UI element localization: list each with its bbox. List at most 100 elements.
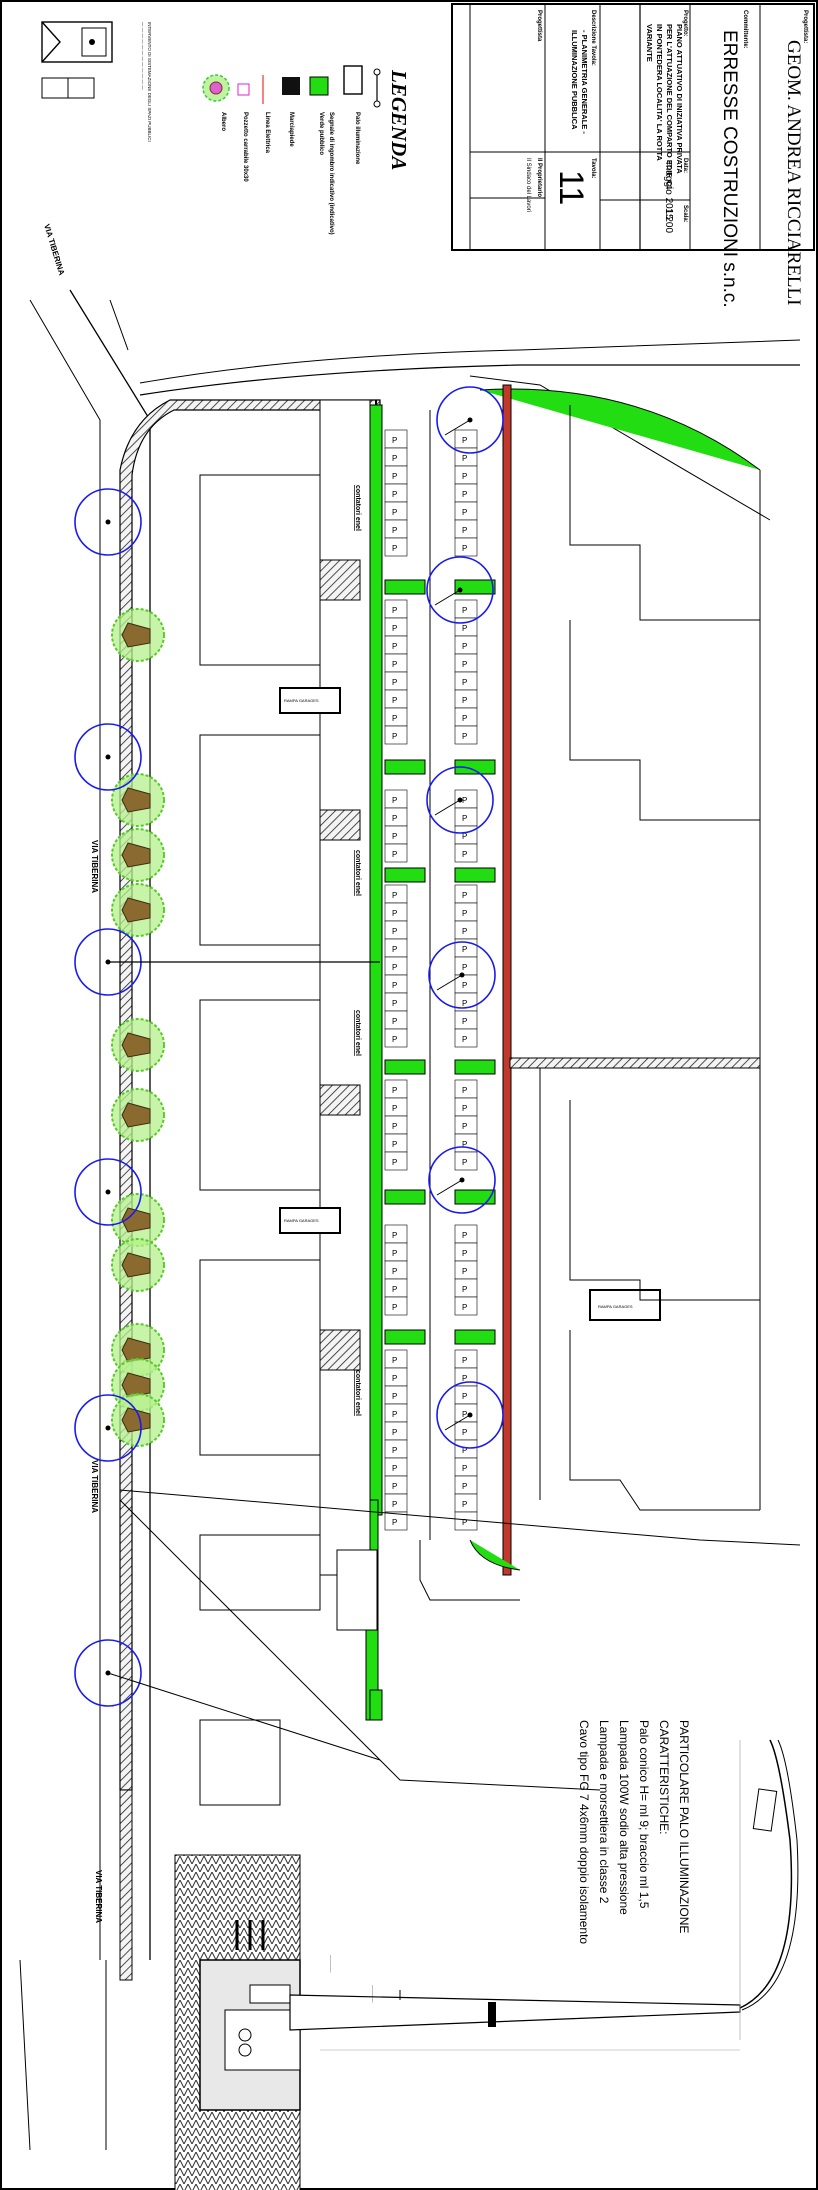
parking-bay: P xyxy=(454,653,478,673)
street-lamp[interactable] xyxy=(428,1146,496,1214)
pole-joint xyxy=(488,2002,496,2027)
tree xyxy=(111,1393,165,1447)
parking-bay: P xyxy=(384,1097,408,1117)
parking-bay-letter: P xyxy=(392,624,397,633)
parking-bay-letter: P xyxy=(392,1035,397,1044)
detail-subtitle: CARATTERISTICHE: xyxy=(657,1720,671,1834)
street-lamp[interactable] xyxy=(74,1158,142,1226)
tree xyxy=(111,883,165,937)
parking-bay: P xyxy=(454,707,478,727)
tree xyxy=(111,1238,165,1292)
parking-bay-letter: P xyxy=(462,832,467,841)
parking-bay: P xyxy=(384,1367,408,1387)
sheet-value: 11 xyxy=(552,170,590,205)
parking-bay-letter: P xyxy=(462,1356,467,1365)
parking-bay-letter: P xyxy=(392,1267,397,1276)
parking-bay-letter: P xyxy=(392,544,397,553)
building-2 xyxy=(199,734,321,946)
parking-bay: P xyxy=(384,689,408,709)
parking-bay: P xyxy=(384,1403,408,1423)
scale-value: 1:200 xyxy=(663,208,674,233)
street-lamp[interactable] xyxy=(426,766,494,834)
street-lamp[interactable] xyxy=(436,1381,504,1449)
parking-bay: P xyxy=(454,1028,478,1048)
parking-bay-letter: P xyxy=(392,1428,397,1437)
parking-bay: P xyxy=(454,902,478,922)
parking-bay-letter: P xyxy=(462,1122,467,1131)
street-lamp[interactable] xyxy=(426,556,494,624)
parking-bay-letter: P xyxy=(392,1086,397,1095)
parking-bay: P xyxy=(384,599,408,619)
green-island xyxy=(384,1059,426,1075)
building-3 xyxy=(199,999,321,1191)
parking-bay: P xyxy=(454,884,478,904)
legend-item-4: Marciapiede xyxy=(288,112,294,147)
parking-bay: P xyxy=(384,974,408,994)
parking-bay-letter: P xyxy=(462,526,467,535)
parking-bay: P xyxy=(384,501,408,521)
parking-bay-letter: P xyxy=(392,963,397,972)
parking-bay-letter: P xyxy=(462,1303,467,1312)
neighbour-lots xyxy=(119,405,801,1791)
client-label: Committente: xyxy=(742,10,748,49)
street-lamp[interactable] xyxy=(74,488,142,556)
parking-bay-letter: P xyxy=(462,436,467,445)
green-strip-upper xyxy=(369,404,383,1516)
sheet-label: Tavola: xyxy=(590,158,596,179)
top-access-road xyxy=(139,339,801,521)
street-lamp[interactable] xyxy=(436,386,504,454)
legend-green-symbol xyxy=(309,76,329,96)
sidewalk-strip xyxy=(119,399,381,1981)
road-label-lower: VIA TIBERINA xyxy=(90,1460,99,1513)
detail-annotation-1: ————— xyxy=(329,1955,333,1973)
street-lamp[interactable] xyxy=(428,941,496,1009)
street-lamps xyxy=(74,386,504,1761)
legend-note-line-2: — — — — — — — — — — — — xyxy=(140,22,145,90)
parking-bay: P xyxy=(454,1511,478,1531)
parking-bay-letter: P xyxy=(392,1104,397,1113)
project-line-4: VARIANTE xyxy=(645,24,654,62)
parking-bay: P xyxy=(384,465,408,485)
parking-bay-letter: P xyxy=(462,1500,467,1509)
parking-bay-letter: P xyxy=(462,1446,467,1455)
parking-bay-letter: P xyxy=(462,490,467,499)
parking-bay: P xyxy=(454,1457,478,1477)
parking-bay-letter: P xyxy=(392,891,397,900)
parking-bay: P xyxy=(384,1475,408,1495)
parking-bay-letter: P xyxy=(392,490,397,499)
project-line-2: PER L'ATTUAZIONE DEL COMPARTO EDIF. C1 xyxy=(665,24,674,190)
parking-bay-letter: P xyxy=(392,1392,397,1401)
parking-bay-letter: P xyxy=(392,1464,397,1473)
date-value: maggio 2015 xyxy=(663,162,674,220)
legend-manhole-symbol xyxy=(237,83,250,96)
parking-bay-letter: P xyxy=(462,1158,467,1167)
parking-bay: P xyxy=(454,599,478,619)
parking-bay-letter: P xyxy=(462,1285,467,1294)
tree xyxy=(111,1088,165,1142)
parking-bay-letter: P xyxy=(392,1410,397,1419)
parking-bay: P xyxy=(384,956,408,976)
ramp-1 xyxy=(279,687,341,714)
parking-bay-letter: P xyxy=(462,660,467,669)
manhole-box xyxy=(224,2009,301,2071)
parking-bay-letter: P xyxy=(392,1482,397,1491)
legend-item-3: Verde pubblico xyxy=(318,112,324,155)
parking-bay-letter: P xyxy=(462,963,467,972)
parking-bay-letter: P xyxy=(392,850,397,859)
contatori-label-3: contatori enel xyxy=(354,1010,361,1056)
parking-bay: P xyxy=(384,1242,408,1262)
detail-line-3: Lampada e morsettiera in classe 2 xyxy=(597,1720,611,1904)
street-lamp[interactable] xyxy=(74,723,142,791)
detail-line-2: Lampada 100W sodio alta pressione xyxy=(617,1720,631,1915)
parking-bay: P xyxy=(454,1296,478,1316)
parking-bay-letter: P xyxy=(462,624,467,633)
parking-bay-letter: P xyxy=(462,1249,467,1258)
street-lamp[interactable] xyxy=(74,1394,142,1462)
ramp-2-label: RAMPA GARAGES xyxy=(284,1218,319,1223)
road-via-tiberina: VIA TIBERINA VIA TIBERINA VIA TIBERINA V… xyxy=(19,223,151,2151)
parking-bay: P xyxy=(384,1457,408,1477)
contatori-label-4: contatori enel xyxy=(354,1370,361,1416)
parking-bay-letter: P xyxy=(462,732,467,741)
parking-bay-letter: P xyxy=(462,1374,467,1383)
